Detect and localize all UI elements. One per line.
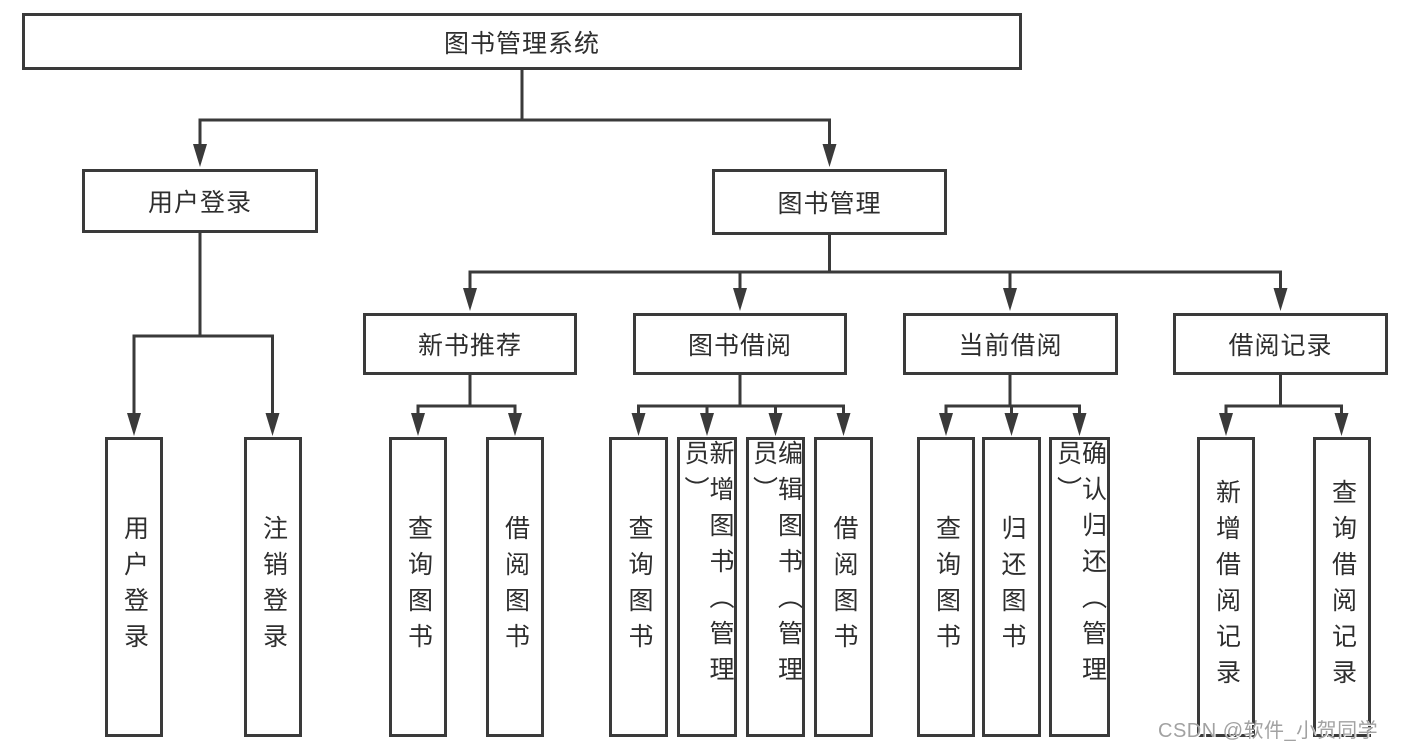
leaf-records-add-record: 新增借阅记录 bbox=[1197, 437, 1255, 737]
leaf-recommend-query-books: 查询图书 bbox=[389, 437, 447, 737]
node-book-management-label: 图书管理 bbox=[777, 190, 882, 218]
leaf-current-query-books-label: 查询图书 bbox=[932, 515, 961, 659]
leaf-records-add-record-label: 新增借阅记录 bbox=[1212, 479, 1241, 695]
node-root: 图书管理系统 bbox=[22, 13, 1022, 70]
leaf-borrow-edit-books-admin-label: 编辑图书（管理员） bbox=[749, 440, 803, 692]
leaf-user-login-label: 用户登录 bbox=[120, 515, 149, 659]
node-borrow-record-label: 借阅记录 bbox=[1228, 332, 1333, 360]
node-current-borrow-label: 当前借阅 bbox=[958, 332, 1063, 360]
leaf-logout: 注销登录 bbox=[244, 437, 302, 737]
leaf-borrow-query-books: 查询图书 bbox=[609, 437, 668, 737]
leaf-borrow-borrow-books: 借阅图书 bbox=[814, 437, 873, 737]
node-book-borrow: 图书借阅 bbox=[633, 313, 847, 375]
leaf-current-confirm-return-admin-label: 确认归还（管理员） bbox=[1053, 440, 1107, 692]
node-user-login-label: 用户登录 bbox=[147, 189, 252, 217]
leaf-borrow-add-books-admin: 新增图书（管理员） bbox=[677, 437, 737, 737]
leaf-borrow-add-books-admin-label: 新增图书（管理员） bbox=[681, 440, 734, 692]
leaf-records-query-record-label: 查询借阅记录 bbox=[1328, 479, 1357, 695]
leaf-recommend-query-books-label: 查询图书 bbox=[404, 515, 433, 659]
leaf-borrow-edit-books-admin: 编辑图书（管理员） bbox=[746, 437, 805, 737]
node-new-book-recommend: 新书推荐 bbox=[363, 313, 577, 375]
csdn-watermark: CSDN @软件_小贺同学 bbox=[1158, 720, 1379, 742]
leaf-records-query-record: 查询借阅记录 bbox=[1313, 437, 1371, 737]
leaf-recommend-borrow-books: 借阅图书 bbox=[486, 437, 544, 737]
node-borrow-record: 借阅记录 bbox=[1173, 313, 1388, 375]
leaf-recommend-borrow-books-label: 借阅图书 bbox=[501, 515, 530, 659]
leaf-borrow-borrow-books-label: 借阅图书 bbox=[830, 515, 858, 659]
leaf-borrow-query-books-label: 查询图书 bbox=[625, 515, 653, 659]
leaf-current-confirm-return-admin: 确认归还（管理员） bbox=[1049, 437, 1110, 737]
node-new-book-recommend-label: 新书推荐 bbox=[417, 332, 522, 360]
node-root-label: 图书管理系统 bbox=[443, 29, 600, 58]
node-book-borrow-label: 图书借阅 bbox=[687, 332, 792, 360]
node-book-management: 图书管理 bbox=[712, 169, 947, 235]
node-current-borrow: 当前借阅 bbox=[903, 313, 1118, 375]
leaf-logout-label: 注销登录 bbox=[259, 515, 288, 659]
leaf-current-query-books: 查询图书 bbox=[917, 437, 975, 737]
leaf-user-login: 用户登录 bbox=[105, 437, 163, 737]
leaf-current-return-books: 归还图书 bbox=[982, 437, 1041, 737]
leaf-current-return-books-label: 归还图书 bbox=[998, 515, 1026, 659]
node-user-login: 用户登录 bbox=[82, 169, 318, 233]
